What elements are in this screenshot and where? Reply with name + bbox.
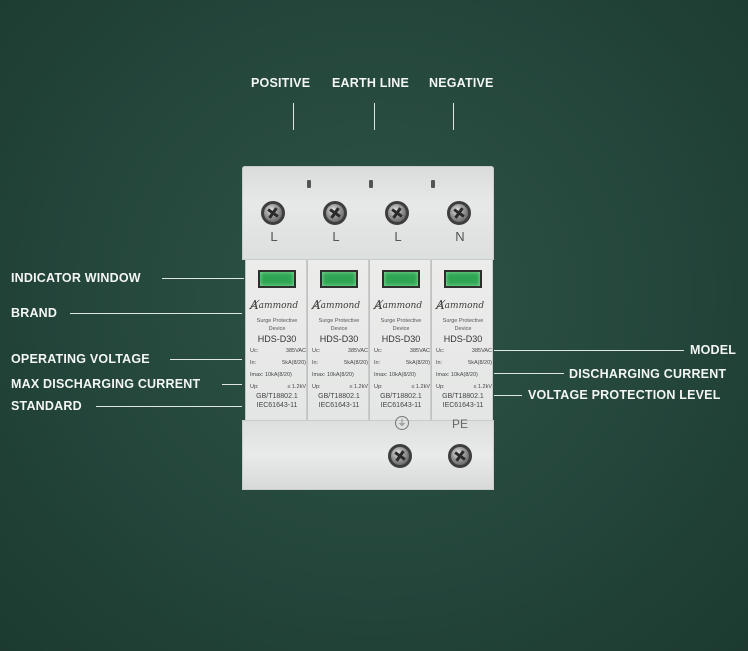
spec-in: In:5kA(8/20) [436, 360, 492, 366]
spec-uc: Uc:385VAC [436, 348, 492, 354]
label-standard: STANDARD [11, 399, 82, 413]
standard-iec: IEC61643-11 [380, 402, 422, 409]
spec-uc: Uc:385VAC [250, 348, 306, 354]
screw-terminal-icon [385, 201, 409, 225]
terminal-label-l3: L [394, 229, 402, 244]
leader-line-voltage-protection [494, 395, 522, 396]
terminal-label-l2: L [332, 229, 340, 244]
terminal-marker [431, 180, 435, 188]
device-title: Surge Protective [318, 318, 360, 324]
module: Ⱥammond Surge Protective Device HDS-D30 … [307, 260, 369, 422]
terminal-marker [307, 180, 311, 188]
label-max-discharging-current: MAX DISCHARGING CURRENT [11, 377, 201, 391]
device-subtitle: Device [330, 326, 348, 332]
screw-terminal-icon [261, 201, 285, 225]
device-title: Surge Protective [256, 318, 298, 324]
leader-line-brand [70, 313, 242, 314]
leader-line-positive [293, 103, 294, 130]
leader-line-standard [96, 406, 242, 407]
terminal-label-n: N [455, 229, 465, 244]
model-number: HDS-D30 [319, 334, 359, 344]
leader-line-earth [374, 103, 375, 130]
standard-gb: GB/T18802.1 [256, 393, 298, 400]
brand-logo: Ⱥammond [312, 298, 361, 312]
spec-in: In:5kA(8/20) [312, 360, 368, 366]
indicator-window [320, 270, 358, 288]
label-discharging-current: DISCHARGING CURRENT [569, 367, 727, 381]
spec-imax: Imax: 10kA(8/20) [250, 372, 292, 378]
model-number: HDS-D30 [381, 334, 421, 344]
leader-line-operating-voltage [170, 359, 242, 360]
device-subtitle: Device [454, 326, 472, 332]
spec-uc: Uc:385VAC [312, 348, 368, 354]
label-earth-line: EARTH LINE [332, 76, 409, 90]
terminal-block-bottom [242, 420, 494, 490]
standard-gb: GB/T18802.1 [380, 393, 422, 400]
screw-terminal-icon [323, 201, 347, 225]
device-subtitle: Device [392, 326, 410, 332]
device-subtitle: Device [268, 326, 286, 332]
label-model: MODEL [690, 343, 737, 357]
module: Ⱥammond Surge Protective Device HDS-D30 … [431, 260, 493, 422]
brand-logo: Ⱥammond [436, 298, 485, 312]
spec-up: Up:≤ 1.2kV [374, 384, 430, 390]
brand-logo: Ⱥammond [250, 298, 299, 312]
device-title: Surge Protective [380, 318, 422, 324]
terminal-label-l1: L [270, 229, 278, 244]
label-negative: NEGATIVE [429, 76, 494, 90]
spec-imax: Imax: 10kA(8/20) [374, 372, 416, 378]
brand-logo: Ⱥammond [374, 298, 423, 312]
surge-protective-device: L L L N Ⱥammond Surge Protective Device … [242, 166, 494, 490]
screw-terminal-icon [448, 444, 472, 468]
label-indicator-window: INDICATOR WINDOW [11, 271, 141, 285]
standard-iec: IEC61643-11 [318, 402, 360, 409]
spec-up: Up:≤ 1.2kV [250, 384, 306, 390]
spec-in: In:5kA(8/20) [374, 360, 430, 366]
leader-line-indicator [162, 278, 244, 279]
standard-gb: GB/T18802.1 [318, 393, 360, 400]
leader-line-model [494, 350, 684, 351]
label-operating-voltage: OPERATING VOLTAGE [11, 352, 150, 366]
earth-symbol-icon: ⏚ [395, 416, 409, 430]
terminal-marker [369, 180, 373, 188]
spec-imax: Imax: 10kA(8/20) [436, 372, 478, 378]
standard-gb: GB/T18802.1 [442, 393, 484, 400]
leader-line-negative [453, 103, 454, 130]
screw-terminal-icon [388, 444, 412, 468]
spec-up: Up:≤ 1.2kV [312, 384, 368, 390]
model-number: HDS-D30 [257, 334, 297, 344]
standard-iec: IEC61643-11 [442, 402, 484, 409]
module: Ⱥammond Surge Protective Device HDS-D30 … [369, 260, 431, 422]
spec-in: In:5kA(8/20) [250, 360, 306, 366]
screw-terminal-icon [447, 201, 471, 225]
indicator-window [382, 270, 420, 288]
spec-imax: Imax: 10kA(8/20) [312, 372, 354, 378]
indicator-window [444, 270, 482, 288]
indicator-window [258, 270, 296, 288]
spec-uc: Uc:385VAC [374, 348, 430, 354]
pe-terminal-label: PE [452, 417, 469, 431]
leader-line-max-discharging [222, 384, 242, 385]
standard-iec: IEC61643-11 [256, 402, 298, 409]
spec-up: Up:≤ 1.2kV [436, 384, 492, 390]
device-title: Surge Protective [442, 318, 484, 324]
model-number: HDS-D30 [443, 334, 483, 344]
label-positive: POSITIVE [251, 76, 311, 90]
module: Ⱥammond Surge Protective Device HDS-D30 … [245, 260, 307, 422]
label-voltage-protection-level: VOLTAGE PROTECTION LEVEL [528, 388, 721, 402]
leader-line-discharging [494, 373, 564, 374]
terminal-block-top: L L L N [242, 166, 494, 260]
label-brand: BRAND [11, 306, 58, 320]
